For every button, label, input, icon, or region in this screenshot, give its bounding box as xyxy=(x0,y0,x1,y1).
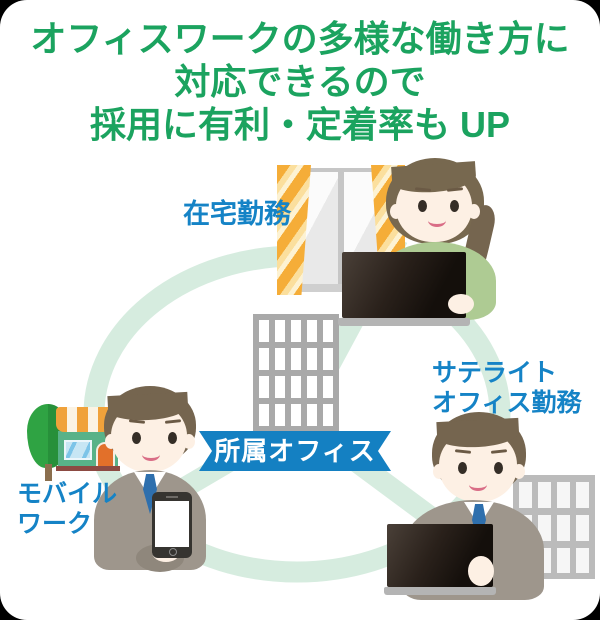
ribbon-banner-home-office: 所属オフィス xyxy=(199,431,391,471)
shop-icon xyxy=(56,407,120,471)
label-satellite-office: サテライト オフィス勤務 xyxy=(432,358,582,418)
label-home-work: 在宅勤務 xyxy=(183,199,291,229)
laptop-base xyxy=(384,587,496,595)
smile-icon xyxy=(469,478,487,491)
title-line-3: 採用に有利・定着率も UP xyxy=(89,104,510,145)
eye-icon xyxy=(168,432,177,444)
title-line-2: 対応できるので xyxy=(174,61,426,102)
smartphone-screen xyxy=(155,501,189,547)
title-line-1: オフィスワークの多様な働き方に xyxy=(30,18,570,59)
hand-icon xyxy=(448,294,474,314)
laptop-screen xyxy=(342,252,466,318)
label-mobile-line-2: ワーク xyxy=(17,510,93,538)
tree-trunk xyxy=(45,464,52,481)
eye-icon xyxy=(418,200,427,212)
label-mobile-line-1: モバイル xyxy=(17,480,118,508)
eye-icon xyxy=(450,200,459,212)
eye-icon xyxy=(132,432,141,444)
office-building-icon-center xyxy=(253,314,339,432)
label-mobile-work: モバイル ワーク xyxy=(17,479,117,539)
smile-icon xyxy=(428,214,446,227)
smile-icon xyxy=(142,448,160,461)
page-title: オフィスワークの多様な働き方に 対応できるので 採用に有利・定着率も UP xyxy=(0,17,600,146)
hand-icon xyxy=(468,556,494,586)
label-satellite-line-2: オフィス勤務 xyxy=(432,389,582,417)
shop-base xyxy=(56,466,120,471)
label-satellite-line-1: サテライト xyxy=(432,359,558,387)
smartphone-icon xyxy=(152,492,192,558)
eye-icon xyxy=(494,462,503,474)
laptop-base xyxy=(338,318,470,326)
smartphone-speaker xyxy=(166,496,178,498)
window-sill xyxy=(285,284,397,292)
eye-icon xyxy=(458,462,467,474)
laptop-icon-home xyxy=(338,252,470,326)
smartphone-home-button xyxy=(169,548,177,556)
man-avatar-mobile xyxy=(94,386,209,576)
shop-window xyxy=(64,440,92,460)
